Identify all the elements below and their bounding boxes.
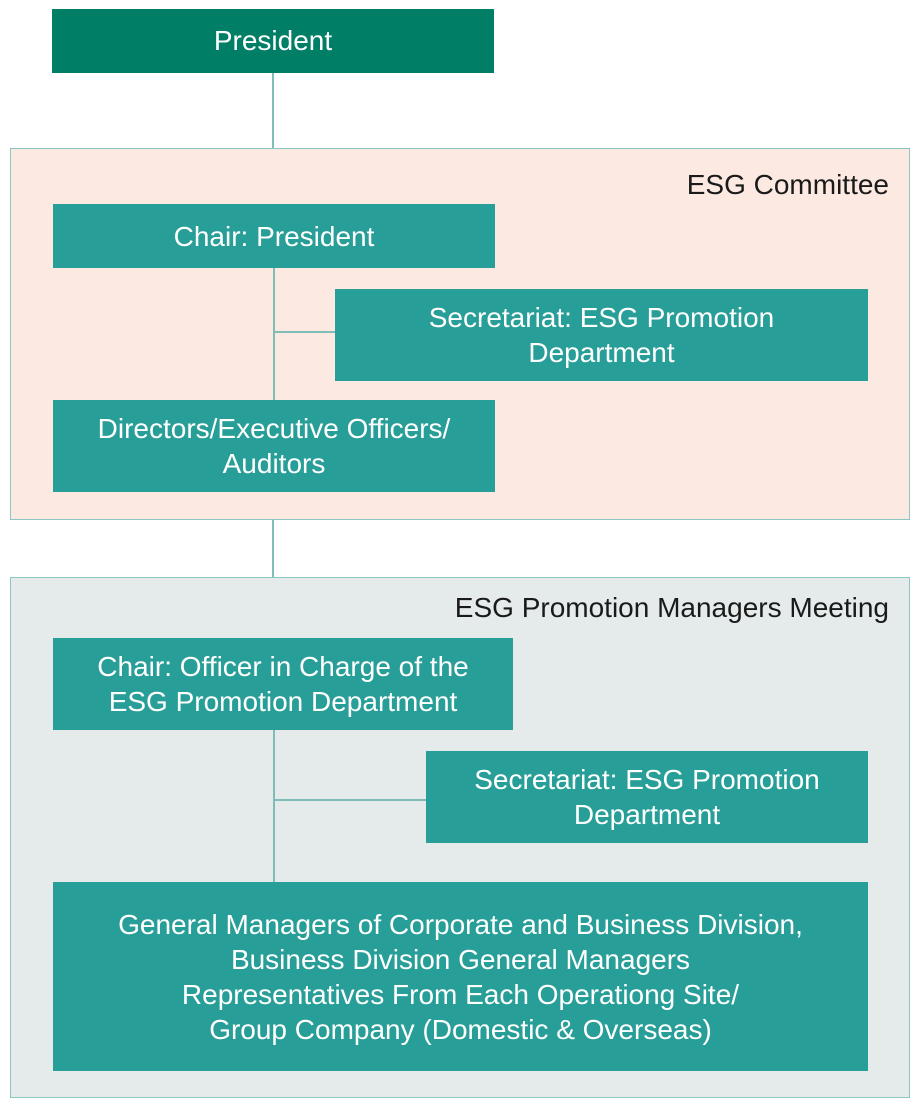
committee-vertical-connector [273,267,275,400]
meeting-secretariat-connector [273,799,426,801]
esg-committee-panel: ESG Committee Chair: President Secretari… [10,148,910,520]
meeting-secretariat-box: Secretariat: ESG Promotion Department [426,751,868,843]
promotion-meeting-panel: ESG Promotion Managers Meeting Chair: Of… [10,577,910,1098]
president-box: President [52,9,494,73]
committee-secretariat-box: Secretariat: ESG Promotion Department [335,289,868,381]
committee-chair-box: Chair: President [53,204,495,268]
promotion-meeting-title: ESG Promotion Managers Meeting [454,592,889,623]
connector-committee-meeting [272,519,274,577]
meeting-members-box: General Managers of Corporate and Busine… [53,882,868,1071]
meeting-chair-box: Chair: Officer in Charge of the ESG Prom… [53,638,513,730]
committee-secretariat-connector [273,331,335,333]
connector-president-committee [272,73,274,149]
meeting-vertical-connector [273,730,275,882]
committee-members-box: Directors/Executive Officers/ Auditors [53,400,495,492]
esg-committee-title: ESG Committee [686,169,889,200]
